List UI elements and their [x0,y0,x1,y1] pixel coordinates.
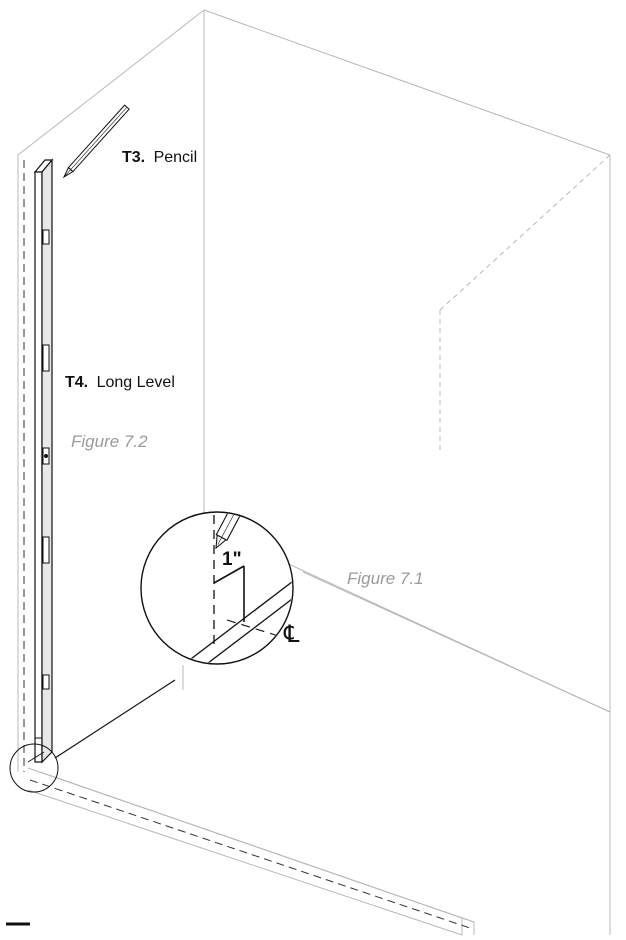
magnifier-circle [140,511,294,665]
floor-sill [27,767,475,936]
sill-centerline-dashed [29,779,471,929]
level-vial-top [42,229,50,245]
pencil-center-line [65,106,128,176]
level-vial-bottom [42,674,50,690]
sill-end-top [461,917,475,923]
level-window-upper [42,344,50,372]
level-front-face [34,171,43,763]
back-left-top-edge [17,9,205,156]
hidden-top-edge [439,154,611,311]
detail-leader-line [54,679,176,759]
level-bubble [44,454,48,458]
curb-top-back [302,571,611,713]
locator-sill-line [27,751,45,763]
detail-board-top-back [194,579,292,663]
detail-board-end [183,665,195,673]
detail-locator-circle [9,743,59,793]
level-code: T4. [65,374,88,391]
long-level [33,158,54,764]
figure-7-1-caption: Figure 7.1 [347,569,424,588]
pencil-label: T3. Pencil [122,149,197,166]
figure-7-2-caption: Figure 7.2 [71,432,148,451]
centerline-symbol: ℄ [283,621,300,648]
pencil-name: Pencil [154,149,198,166]
level-name: Long Level [97,374,175,391]
inch-dimension-label: 1" [222,549,242,570]
sill-top-front [39,771,475,923]
detail-offset-tick [213,565,245,584]
level-window-lower [42,536,50,564]
room-outline [17,9,611,935]
pencil-code: T3. [122,149,145,166]
back-top-edge [203,9,611,156]
back-curb [182,571,611,713]
level-label: T4. Long Level [65,374,175,391]
pencil-icon [62,104,130,179]
detail-magnifier [140,511,294,673]
sill-bottom [27,789,463,936]
